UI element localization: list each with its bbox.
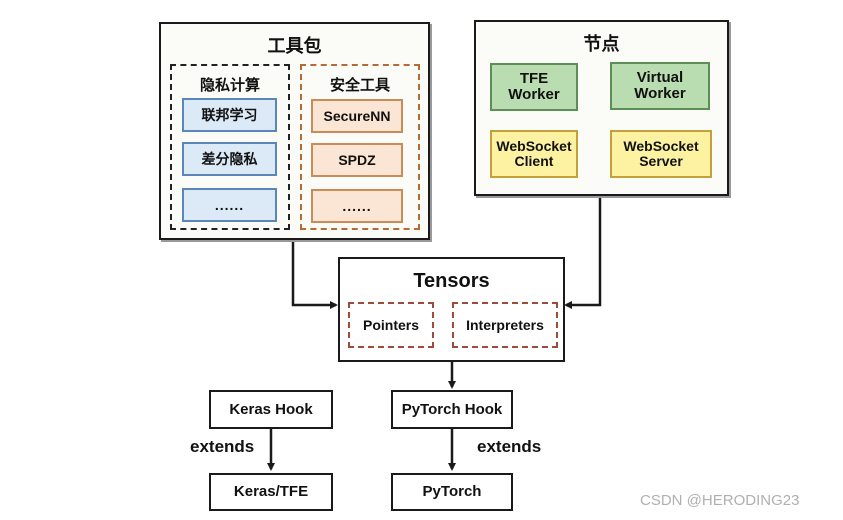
arrow-nodes-to-tensors [564,196,602,309]
pytorch-box: PyTorch [391,473,513,511]
pytorch-hook-box: PyTorch Hook [391,390,513,429]
keras-tfe-box: Keras/TFE [209,473,333,511]
tensors-title: Tensors [413,270,490,292]
security-group: 安全工具 [300,64,420,230]
node-websocket-client: WebSocket Client [490,130,578,178]
toolkit-title: 工具包 [267,36,322,56]
privacy-group: 隐私计算 [170,64,290,230]
keras-hook-box: Keras Hook [209,390,333,429]
nodes-title: 节点 [583,34,620,54]
security-group-title: 安全工具 [329,77,390,94]
security-item-securenn: SecureNN [311,99,403,133]
security-item-spdz: SPDZ [311,143,403,177]
privacy-group-title: 隐私计算 [199,77,260,94]
watermark: CSDN @HERODING23 [640,492,800,509]
privacy-item-federated-learning: 联邦学习 [182,98,277,132]
security-item-more: ...... [311,189,403,223]
privacy-item-differential-privacy: 差分隐私 [182,142,277,176]
arrow-toolkit-to-tensors [291,240,338,309]
keras-extends-label: extends [190,437,255,456]
privacy-item-more: ...... [182,188,277,222]
tensors-pointers: Pointers [348,302,434,348]
tensors-interpreters: Interpreters [452,302,558,348]
pytorch-extends-label: extends [477,437,542,456]
node-virtual-worker: Virtual Worker [610,62,710,110]
tensors-box: Tensors [338,257,565,362]
node-tfe-worker: TFE Worker [490,63,578,111]
node-websocket-server: WebSocket Server [610,130,712,178]
